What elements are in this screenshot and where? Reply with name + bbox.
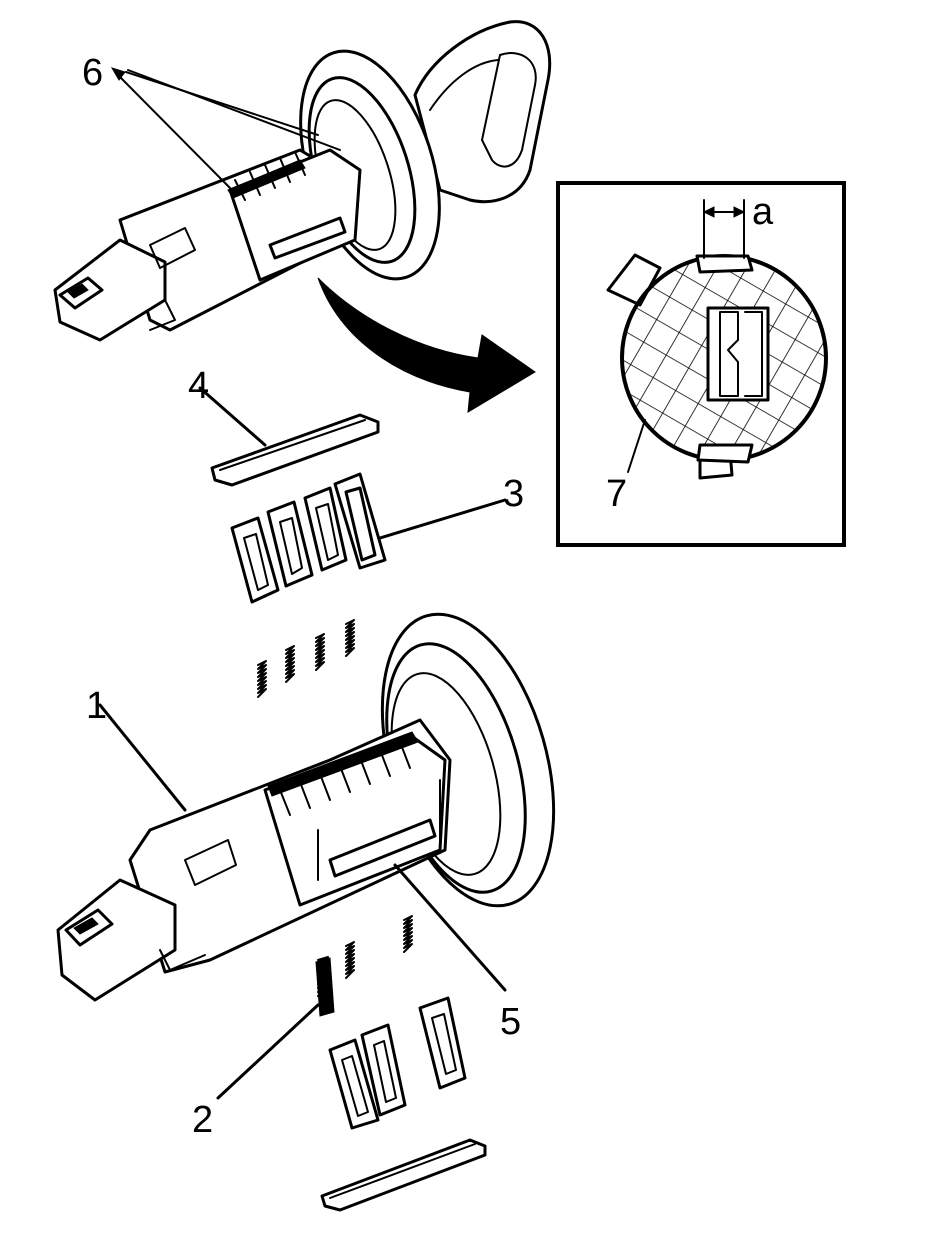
- top-lock-cylinder-assembly: [53, 20, 552, 342]
- leader-2: [216, 1003, 320, 1100]
- callout-2: 2: [192, 1003, 320, 1141]
- bottom-retainer-bar: [320, 1138, 487, 1212]
- leader-1: [98, 703, 187, 812]
- detail-inset: a 7: [556, 181, 846, 547]
- callout-6-label: 6: [82, 52, 103, 94]
- dimension-lines: [703, 199, 745, 259]
- callout-4-label: 4: [188, 365, 209, 407]
- key-slot: [706, 306, 770, 402]
- callout-7-label: 7: [606, 473, 627, 515]
- leader-3: [378, 498, 507, 540]
- leader-6a: [117, 74, 233, 191]
- callout-5-label: 5: [500, 1001, 521, 1043]
- part-3-tumblers: 3: [230, 472, 524, 604]
- leader-7: [627, 419, 646, 473]
- bottom-notch: [696, 443, 754, 464]
- curved-arrow: [317, 277, 536, 413]
- bottom-tumblers: [328, 996, 467, 1130]
- callout-1-label: 1: [86, 685, 107, 727]
- tumbler-springs-bottom: [315, 915, 413, 1017]
- part-1-lock-cylinder: 1: [56, 612, 556, 1002]
- tumbler-springs-top: [257, 619, 355, 698]
- callout-6: 6: [82, 52, 341, 191]
- leader-6b: [125, 71, 319, 136]
- callout-2-label: 2: [192, 1099, 213, 1141]
- top-notch: [695, 254, 754, 274]
- leader-6c: [127, 69, 341, 151]
- callout-5: 5: [393, 863, 521, 1043]
- leader-5: [393, 863, 507, 992]
- callout-3-label: 3: [503, 473, 524, 515]
- part-4-retainer-bar: 4: [188, 365, 380, 487]
- dimension-a-label: a: [752, 191, 774, 233]
- leader-4: [198, 386, 267, 447]
